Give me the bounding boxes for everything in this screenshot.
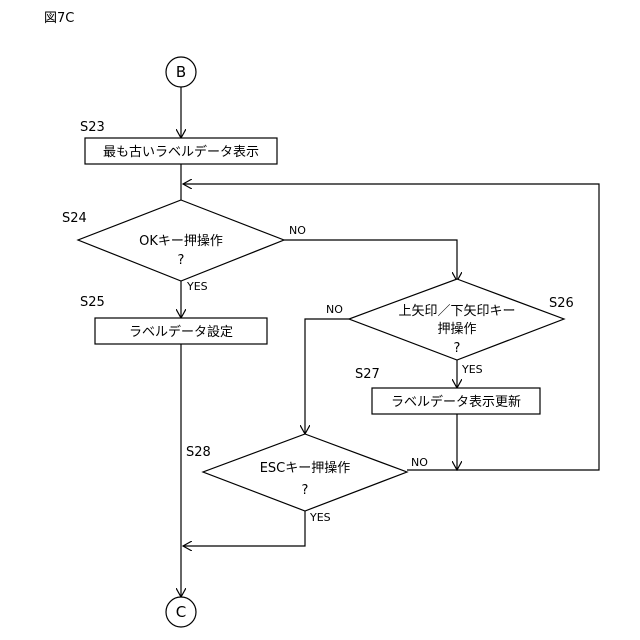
- decision-text-s24-line1: OKキー押操作: [139, 233, 223, 249]
- step-id-s23: S23: [80, 120, 105, 135]
- connector-b-label: B: [176, 63, 186, 81]
- figure-label: 図7C: [44, 11, 74, 26]
- decision-text-s24-line2: ?: [178, 253, 185, 268]
- step-id-s28: S28: [186, 445, 211, 460]
- flow-line-s26-no: [305, 319, 349, 434]
- branch-yes-s26: YES: [461, 363, 483, 376]
- branch-yes-s24: YES: [186, 280, 208, 293]
- process-text-s23: 最も古いラベルデータ表示: [103, 144, 259, 160]
- process-text-s25: ラベルデータ設定: [129, 324, 233, 340]
- flow-line-s28-yes: [183, 511, 305, 546]
- branch-no-s28: NO: [411, 456, 428, 469]
- decision-text-s26-line3: ?: [454, 341, 461, 356]
- flow-line-s24-no: [284, 240, 457, 281]
- branch-no-s26: NO: [326, 303, 343, 316]
- decision-text-s26-line1: 上矢印／下矢印キー: [398, 304, 515, 319]
- decision-text-s28-line2: ?: [302, 483, 309, 498]
- step-id-s25: S25: [80, 295, 105, 310]
- decision-text-s26-line2: 押操作: [437, 321, 476, 337]
- branch-no-s24: NO: [289, 224, 306, 237]
- decision-text-s28-line1: ESCキー押操作: [260, 460, 351, 476]
- step-id-s24: S24: [62, 211, 87, 226]
- step-id-s27: S27: [355, 367, 380, 382]
- connector-c-label: C: [176, 603, 186, 621]
- branch-yes-s28: YES: [309, 511, 331, 524]
- step-id-s26: S26: [549, 296, 574, 311]
- process-text-s27: ラベルデータ表示更新: [391, 394, 521, 410]
